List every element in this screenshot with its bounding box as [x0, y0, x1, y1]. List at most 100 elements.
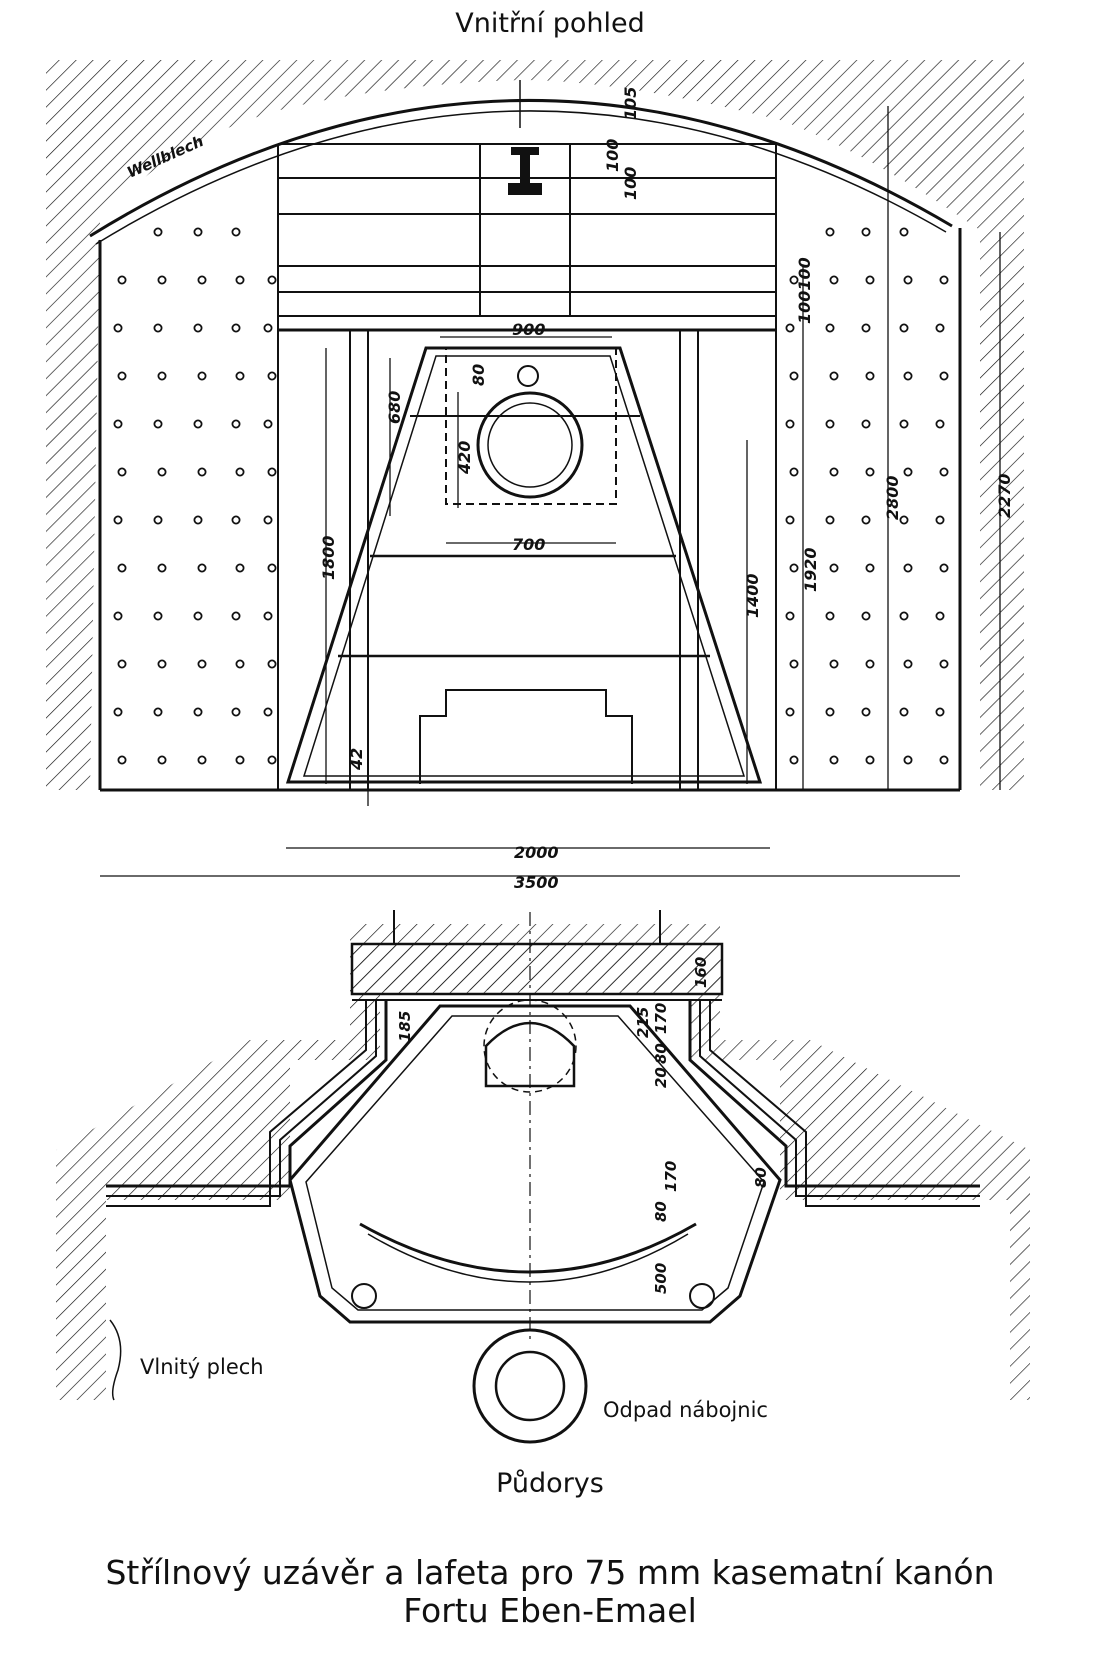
perforation-dot — [193, 707, 203, 717]
perforation-dot — [825, 323, 835, 333]
perforation-dot — [865, 755, 875, 765]
perforation-dot — [157, 659, 167, 669]
perforation-dot — [267, 275, 277, 285]
dim-3500: 3500 — [514, 873, 559, 892]
perforation-dot — [903, 659, 913, 669]
dim-900: 900 — [512, 320, 545, 339]
perforation-dot — [157, 563, 167, 573]
perforation-dot — [861, 323, 871, 333]
perforation-dot — [193, 611, 203, 621]
perforation-dot — [157, 275, 167, 285]
perforation-dot — [789, 563, 799, 573]
perforation-dot — [903, 563, 913, 573]
perforation-dot — [865, 563, 875, 573]
dim-20: 20 — [652, 1067, 670, 1088]
perforation-dot — [939, 659, 949, 669]
perforation-dot — [861, 611, 871, 621]
perforation-dot — [231, 611, 241, 621]
perforation-dot — [865, 467, 875, 477]
perforation-dot — [935, 707, 945, 717]
dim-170a: 170 — [652, 1003, 670, 1034]
i-beam — [508, 147, 542, 195]
perforation-dot — [157, 371, 167, 381]
perforation-dot — [263, 707, 273, 717]
dim-80c: 80 — [752, 1167, 770, 1188]
dimension-text-top: 105 100 100 100100 900 80 680 420 700 18… — [319, 87, 1014, 892]
perforation-dot — [939, 275, 949, 285]
perforation-dot — [235, 371, 245, 381]
perforation-dot — [935, 323, 945, 333]
perforation-dot — [263, 419, 273, 429]
perforation-dot — [829, 755, 839, 765]
perforation-dot — [829, 659, 839, 669]
perforation-dot — [117, 563, 127, 573]
perforation-dot — [903, 755, 913, 765]
caption-line-2: Fortu Eben-Emael — [403, 1591, 697, 1630]
perforation-dot — [785, 419, 795, 429]
shell-ejection-inner — [494, 1350, 566, 1422]
perforation-dot — [899, 611, 909, 621]
inner-view — [46, 60, 1024, 792]
dim-2000: 2000 — [514, 843, 559, 862]
perforation-dot — [861, 707, 871, 717]
perforation-dot — [789, 275, 799, 285]
perforation-dot — [939, 371, 949, 381]
perforation-dot — [153, 707, 163, 717]
dim-1800: 1800 — [319, 535, 338, 580]
perforation-dot — [113, 515, 123, 525]
perforation-dot — [197, 275, 207, 285]
perforation-dot — [117, 755, 127, 765]
perforation-dot — [861, 515, 871, 525]
perforation-dot — [193, 419, 203, 429]
perforation-dot — [865, 275, 875, 285]
perforation-dot — [197, 371, 207, 381]
dim-100b: 100 — [621, 167, 640, 200]
perforation-dot — [197, 563, 207, 573]
gun-opening-inner — [487, 402, 573, 488]
perforation-dot — [231, 419, 241, 429]
dim-160: 160 — [692, 957, 710, 988]
perforation-dot — [117, 467, 127, 477]
carriage-trapezoid — [285, 346, 763, 784]
perforation-dot — [903, 371, 913, 381]
wall-layers-right — [688, 1000, 980, 1188]
perforation-dot — [113, 419, 123, 429]
perforation-dot — [231, 323, 241, 333]
carriage-trapezoid-inner — [302, 355, 746, 777]
perforation-dot — [231, 515, 241, 525]
dim-215: 215 — [634, 1007, 652, 1038]
perforation-dot — [789, 467, 799, 477]
dim-500: 500 — [652, 1263, 670, 1294]
perforation-dot — [117, 275, 127, 285]
central-plate — [479, 143, 571, 317]
perforation-dot — [899, 419, 909, 429]
perforation-dot — [263, 611, 273, 621]
bolt-right — [689, 1283, 715, 1309]
dim-170b: 170 — [662, 1161, 680, 1192]
perforation-dot — [267, 467, 277, 477]
dim-420: 420 — [455, 441, 474, 475]
sight-port — [517, 365, 539, 387]
dim-42: 42 — [347, 748, 366, 771]
inner-view-title: Vnitřní pohled — [455, 8, 645, 39]
perforation-dot — [789, 755, 799, 765]
perforation-dot — [263, 515, 273, 525]
perforation-dot — [861, 227, 871, 237]
perforation-dot — [117, 371, 127, 381]
perforation-dot — [825, 419, 835, 429]
perforation-dot — [153, 323, 163, 333]
gun-opening — [476, 391, 584, 499]
perforation-dot — [235, 467, 245, 477]
carriage-plan — [288, 1004, 782, 1324]
perforation-dot — [899, 515, 909, 525]
perforation-dot — [153, 611, 163, 621]
perforation-dot — [825, 707, 835, 717]
perforation-dot — [193, 323, 203, 333]
dim-2800: 2800 — [883, 475, 902, 520]
dim-105: 105 — [621, 87, 640, 120]
perforation-dot — [153, 227, 163, 237]
perforation-dot — [899, 227, 909, 237]
dim-680: 680 — [385, 391, 404, 424]
perforation-dot — [235, 659, 245, 669]
